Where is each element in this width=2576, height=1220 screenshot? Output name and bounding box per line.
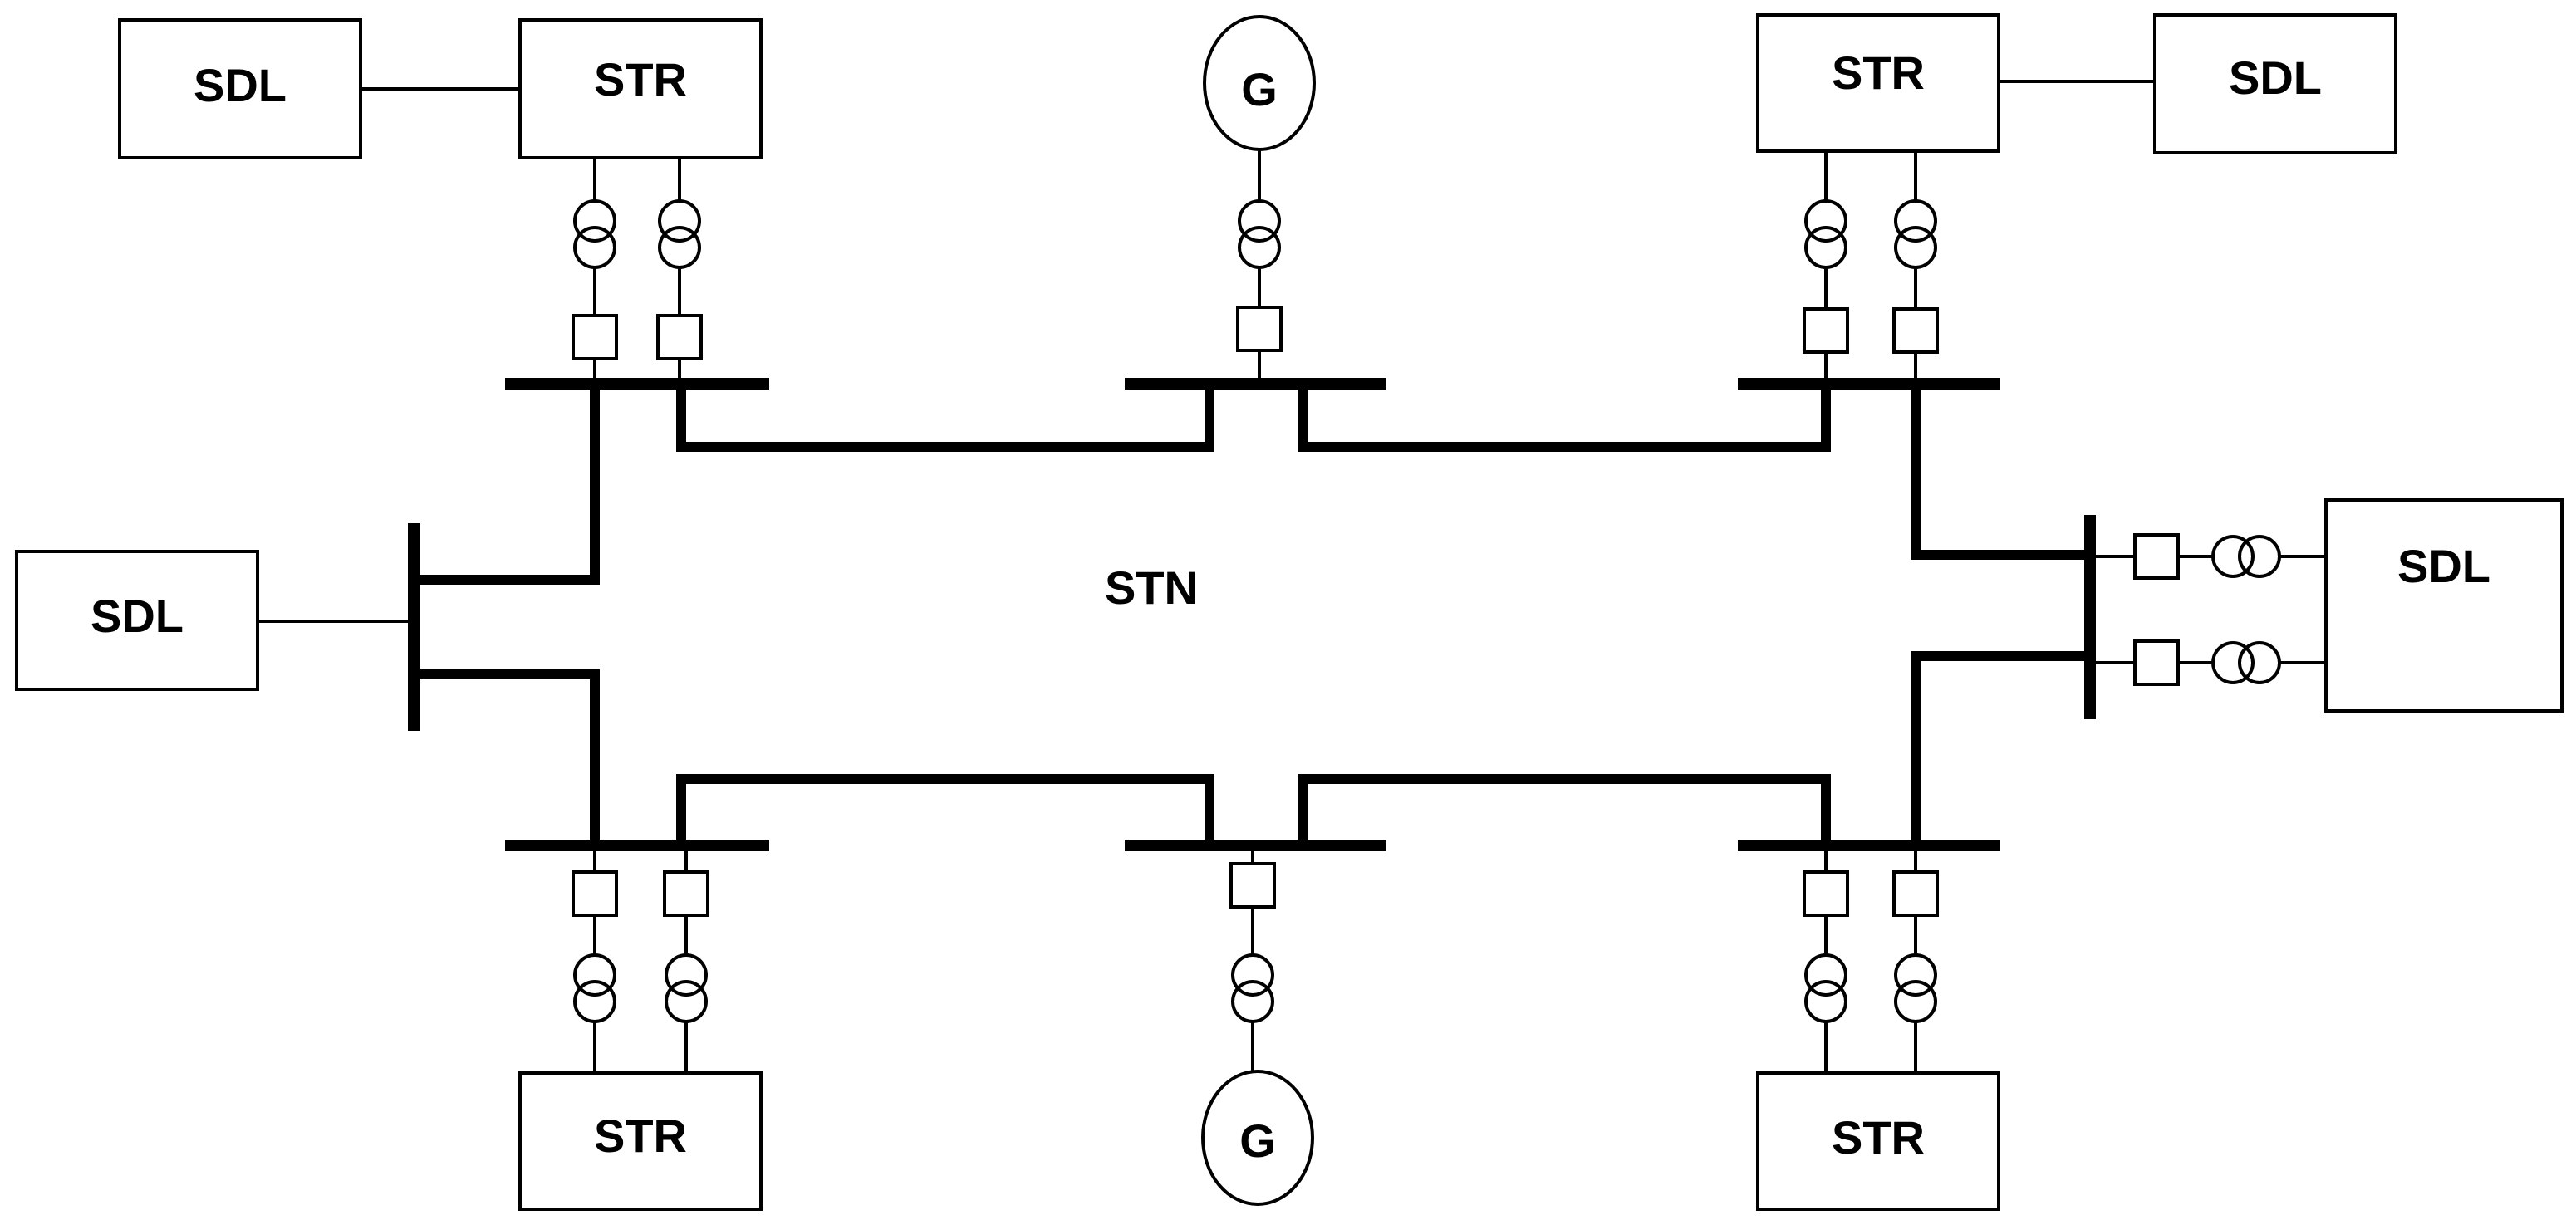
breaker-icon bbox=[2133, 639, 2180, 686]
transformer-icon bbox=[1804, 199, 1847, 243]
generator-bottom-label: G bbox=[1239, 1115, 1276, 1167]
sdl-right: SDL bbox=[2324, 498, 2564, 713]
str-top-right-label: STR bbox=[1832, 47, 1925, 99]
sdl-left: SDL bbox=[15, 550, 259, 691]
breaker-icon bbox=[1803, 307, 1849, 354]
breaker-icon bbox=[656, 314, 703, 360]
str-bottom-right-label: STR bbox=[1832, 1111, 1925, 1164]
sdl-right-label: SDL bbox=[2397, 540, 2490, 592]
str-bottom-left-label: STR bbox=[594, 1110, 687, 1162]
generator-bottom: G bbox=[1201, 1070, 1314, 1206]
str-top-left: STR bbox=[518, 18, 763, 159]
transformer-icon bbox=[573, 199, 616, 243]
sdl-top-left: SDL bbox=[118, 18, 362, 159]
breaker-icon bbox=[2133, 533, 2180, 580]
breaker-icon bbox=[1892, 307, 1939, 354]
transformer-icon bbox=[1894, 953, 1937, 997]
generator-top: G bbox=[1203, 15, 1316, 151]
breaker-icon bbox=[572, 870, 618, 917]
breaker-icon bbox=[572, 314, 618, 360]
sdl-top-right-label: SDL bbox=[2229, 51, 2322, 104]
transformer-icon bbox=[658, 199, 701, 243]
generator-top-label: G bbox=[1241, 63, 1278, 115]
str-top-right: STR bbox=[1756, 13, 2000, 153]
breaker-icon bbox=[1229, 862, 1276, 909]
str-top-left-label: STR bbox=[594, 53, 687, 105]
transformer-icon bbox=[573, 953, 616, 997]
transformer-icon bbox=[665, 953, 708, 997]
breaker-icon bbox=[1236, 306, 1283, 352]
network-label: STN bbox=[1105, 561, 1198, 614]
sdl-top-right: SDL bbox=[2153, 13, 2397, 154]
transformer-icon bbox=[2211, 641, 2255, 684]
transmission-lines bbox=[419, 384, 2085, 845]
str-bottom-left: STR bbox=[518, 1071, 763, 1211]
sdl-top-left-label: SDL bbox=[194, 59, 287, 111]
str-bottom-right: STR bbox=[1756, 1071, 2000, 1211]
breaker-icon bbox=[1892, 870, 1939, 917]
breaker-icon bbox=[663, 870, 709, 917]
transformer-icon bbox=[1894, 199, 1937, 243]
transformer-icon bbox=[1231, 953, 1274, 997]
breaker-icon bbox=[1803, 870, 1849, 917]
sdl-left-label: SDL bbox=[91, 590, 184, 642]
transformer-icon bbox=[1238, 199, 1281, 243]
transformer-icon bbox=[1804, 953, 1847, 997]
transformer-icon bbox=[2211, 535, 2255, 578]
